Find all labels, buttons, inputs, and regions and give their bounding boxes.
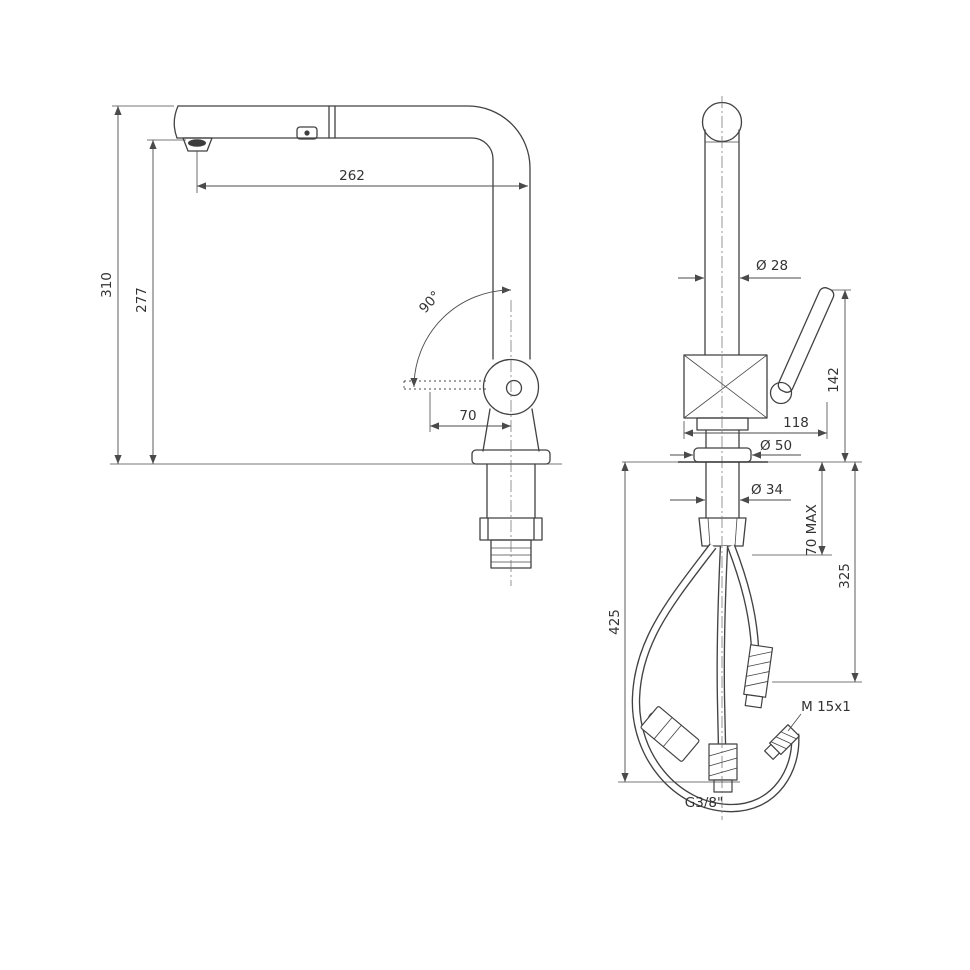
dimension-handle-height	[831, 289, 851, 462]
aerator-outlet	[188, 139, 206, 147]
label-spout-underside-height: 277	[134, 287, 150, 313]
supply-hoses	[631, 543, 800, 813]
mounting-shank-front	[698, 461, 747, 547]
dimension-head-offset	[429, 392, 511, 432]
dimension-spout-reach	[196, 151, 528, 193]
label-column-diameter: Ø 28	[756, 258, 788, 274]
m15-leader-line	[787, 713, 802, 732]
label-handle-height: 142	[826, 367, 842, 393]
spray-hose-fitting-m15	[764, 724, 800, 760]
dimension-spout-underside-height	[147, 139, 186, 464]
label-total-height: 310	[99, 272, 115, 298]
label-spout-reach: 262	[339, 168, 365, 184]
label-shank-diameter: Ø 34	[751, 482, 783, 498]
label-hose-length-long: 425	[607, 609, 623, 635]
aerator	[182, 137, 213, 152]
base-flange-front	[693, 447, 752, 463]
label-swivel-angle: 90°	[416, 288, 444, 316]
swivel-ball-joint	[482, 358, 540, 416]
dimension-body-depth	[683, 402, 828, 439]
handle-pivot	[769, 381, 793, 405]
front-view	[631, 101, 835, 813]
spray-head-button	[296, 126, 318, 140]
dimension-hose-length-short	[772, 462, 862, 683]
dimension-hose-length-long	[618, 462, 740, 783]
dimension-lines	[112, 105, 862, 783]
label-base-diameter: Ø 50	[760, 438, 792, 454]
mounting-nut-front	[698, 517, 747, 547]
dimension-total-height	[112, 105, 174, 464]
counterweight	[640, 706, 700, 762]
label-supply-hose-thread: G3/8"	[685, 795, 723, 811]
label-body-depth: 118	[783, 415, 809, 431]
dimension-swivel-angle	[410, 286, 512, 388]
mounting-nut-side	[479, 517, 543, 541]
centerlines	[110, 96, 862, 820]
dimension-max-deck-thickness	[752, 462, 832, 556]
supply-hose-fitting-g38	[708, 743, 738, 793]
handle-lever	[769, 287, 835, 405]
label-hose-length-short: 325	[837, 563, 853, 589]
supply-hose-fitting-short	[743, 644, 774, 709]
label-head-offset: 70	[459, 408, 476, 424]
dimension-labels: 262 310 277 90° 70 Ø 28 118 142 Ø 50 Ø 3…	[99, 168, 853, 811]
valve-body-front	[683, 354, 768, 463]
spout-and-spray-head	[173, 105, 531, 360]
label-max-deck-thickness: 70 MAX	[804, 504, 820, 556]
label-spray-hose-thread: M 15x1	[801, 699, 851, 715]
